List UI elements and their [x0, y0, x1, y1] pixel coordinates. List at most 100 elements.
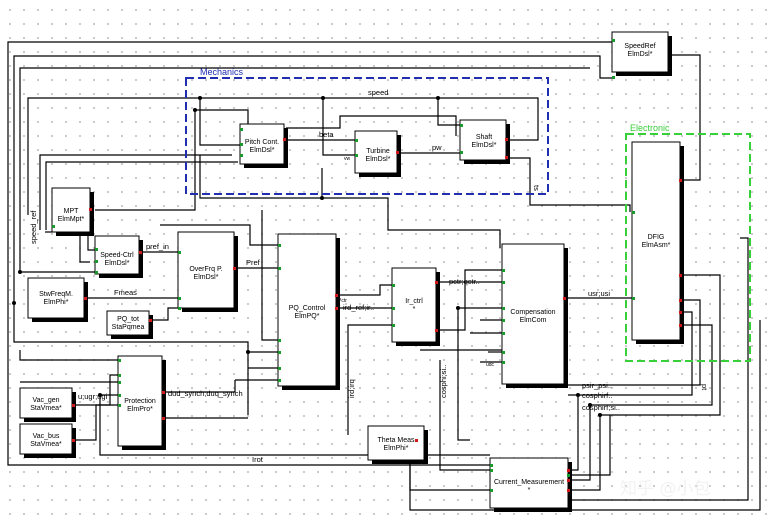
label-pt: pt — [700, 384, 709, 391]
wire-comp-in-2[interactable] — [457, 308, 470, 441]
block-mpt-type: ElmMpt* — [58, 216, 85, 223]
block-compensation-type: ElmCom — [520, 317, 547, 324]
block-compensation[interactable]: Compensation ElmCom — [501, 243, 568, 388]
wire-speed-loop-3[interactable] — [160, 224, 278, 246]
junction-dots — [12, 96, 602, 417]
mechanics-group-border — [185, 77, 549, 195]
wire-pctr[interactable] — [336, 284, 392, 296]
group-mechanics[interactable]: Mechanics — [185, 67, 549, 195]
wire-speed-2[interactable] — [199, 98, 240, 146]
wire-cosphi[interactable] — [439, 360, 490, 471]
wire-mech-left[interactable] — [39, 154, 232, 230]
wire-irot[interactable] — [7, 395, 490, 466]
wire-vacgen[interactable] — [74, 374, 118, 406]
wire-speed-4[interactable] — [437, 98, 460, 126]
block-theta-meas-type: ElmPhi* — [384, 445, 409, 452]
block-mpt[interactable]: MPT ElmMpt* — [51, 187, 94, 236]
watermark-text: 知乎 @小包 — [620, 479, 710, 499]
wire-mpt-sc[interactable] — [87, 230, 95, 251]
block-stw-freq-type: ElmPhi* — [44, 299, 69, 306]
wire-top-1[interactable] — [7, 41, 612, 395]
wire-dfig-out-2[interactable] — [568, 311, 693, 396]
label-usr-usi: usr;usi — [588, 289, 610, 298]
block-theta-meas[interactable]: Theta Meas ElmPhi* — [367, 425, 428, 464]
block-shaft[interactable]: Shaft ElmDsl* — [459, 119, 510, 164]
label-cosphirf: cosphirf.. — [582, 391, 612, 400]
wire-prot-in-3[interactable] — [19, 350, 118, 361]
block-compensation-name: Compensation — [510, 309, 555, 316]
block-pq-tot-type: StaPqmea — [112, 324, 145, 331]
wire-speed-3[interactable] — [322, 98, 355, 156]
wire-top-2[interactable] — [13, 55, 612, 303]
wire-mpt-loop[interactable] — [95, 109, 249, 211]
block-current-meas[interactable]: Current_Measurement * — [489, 457, 572, 512]
block-pitch-cont-name: Pitch Cont. — [245, 139, 279, 146]
wire-curmeas-out-1[interactable] — [570, 395, 579, 471]
block-turbine[interactable]: Turbine ElmDsl* — [354, 130, 401, 177]
wire-top-3[interactable] — [19, 67, 590, 272]
label-speed-ref: speed_ref — [29, 210, 38, 244]
wire-vacbus[interactable] — [74, 404, 118, 441]
wire-dfig-out-3[interactable] — [588, 324, 713, 406]
electronic-group-border — [625, 133, 751, 362]
wire-dud-synch[interactable] — [163, 380, 236, 393]
wire-curmeas-in[interactable] — [570, 415, 611, 476]
block-speed-ref-type: ElmDsl* — [628, 51, 653, 58]
block-dfig[interactable]: DFIG ElmAsm* — [631, 141, 684, 344]
wire-shaft-fb[interactable] — [286, 115, 457, 136]
wire-pqtot[interactable] — [152, 307, 180, 321]
wire-curmeas-out-3[interactable] — [570, 415, 601, 491]
block-protection[interactable]: Protection ElmPro* — [117, 355, 166, 450]
block-ir-ctrl[interactable]: Ir_ctrl * — [391, 267, 440, 346]
wire-dfig-out-1[interactable] — [568, 299, 701, 386]
block-protection-name: Protection — [124, 398, 156, 405]
block-speed-ctrl-name: Speed-Ctrl — [100, 252, 134, 259]
block-dfig-type: ElmAsm* — [642, 242, 671, 249]
label-speed: speed — [368, 88, 388, 97]
block-turbine-type: ElmDsl* — [366, 156, 391, 163]
signal-labels: speed beta pw vw pref_in Pref Fmeas spee… — [29, 88, 709, 464]
wire-curmeas-out-2[interactable] — [570, 405, 591, 481]
block-vac-bus-name: Vac_bus — [33, 433, 60, 440]
wire-ts[interactable] — [510, 157, 631, 212]
wire-dfig-out-4[interactable] — [598, 274, 721, 416]
wire-irot-2[interactable] — [99, 395, 490, 456]
block-speed-ref-name: SpeedRef — [624, 43, 655, 50]
label-pctr: Pctr — [338, 298, 347, 304]
block-pitch-cont[interactable]: Pitch Cont. ElmDsl* — [239, 123, 288, 168]
block-vac-gen-name: Vac_gen — [32, 397, 59, 404]
label-udc: udc — [486, 362, 495, 368]
block-speed-ctrl[interactable]: Speed-Ctrl ElmDsl* — [94, 235, 143, 278]
label-ts: ts — [532, 185, 541, 191]
block-pq-control-name: PQ_Control — [289, 305, 326, 312]
group-electronic[interactable]: Electronic — [625, 123, 751, 362]
label-cosphi-sin: cosphi;si.. — [439, 365, 448, 398]
wire-speed[interactable] — [27, 97, 539, 215]
block-pq-control-type: ElmPQ* — [295, 313, 320, 320]
label-ird-irq: ird;irq — [347, 379, 356, 398]
block-overfrq-type: ElmDsl* — [194, 274, 219, 281]
block-vac-gen[interactable]: Vac_gen StaVmea* — [19, 387, 76, 422]
label-cosphirf-si: cosphirf;si.. — [582, 403, 620, 412]
block-ir-ctrl-type: * — [413, 306, 416, 313]
wire-speedref-out[interactable] — [669, 54, 701, 181]
wire-speedref-label[interactable] — [45, 161, 238, 230]
port-pins — [52, 39, 682, 492]
block-pq-tot[interactable]: PQ_tot StaPqmea — [106, 310, 153, 339]
label-u-ugr-ugi: u;ugr;ugi — [78, 392, 108, 401]
wire-dfig-right-2[interactable] — [570, 237, 749, 501]
wire-ird-irq[interactable] — [347, 324, 392, 435]
block-overfrq[interactable]: OverFrq P. ElmDsl* — [177, 231, 238, 312]
block-stw-freq[interactable]: StwFreqM. ElmPhi* — [27, 277, 88, 322]
block-mpt-name: MPT — [64, 208, 80, 215]
wire-pq-in-4[interactable] — [13, 303, 249, 415]
block-pq-control[interactable]: PQ_Control ElmPQ* — [277, 233, 340, 390]
wire-mech-bottom[interactable] — [199, 155, 501, 248]
block-speed-ref[interactable]: SpeedRef ElmDsl* — [611, 31, 672, 76]
wire-pq-in-1[interactable] — [261, 210, 278, 341]
block-vac-bus[interactable]: Vac_bus StaVmea* — [19, 423, 76, 458]
label-psir-psi: psir_psi.. — [582, 381, 612, 390]
block-turbine-name: Turbine — [366, 148, 390, 155]
wire-irctrl-out-2[interactable] — [438, 269, 502, 331]
